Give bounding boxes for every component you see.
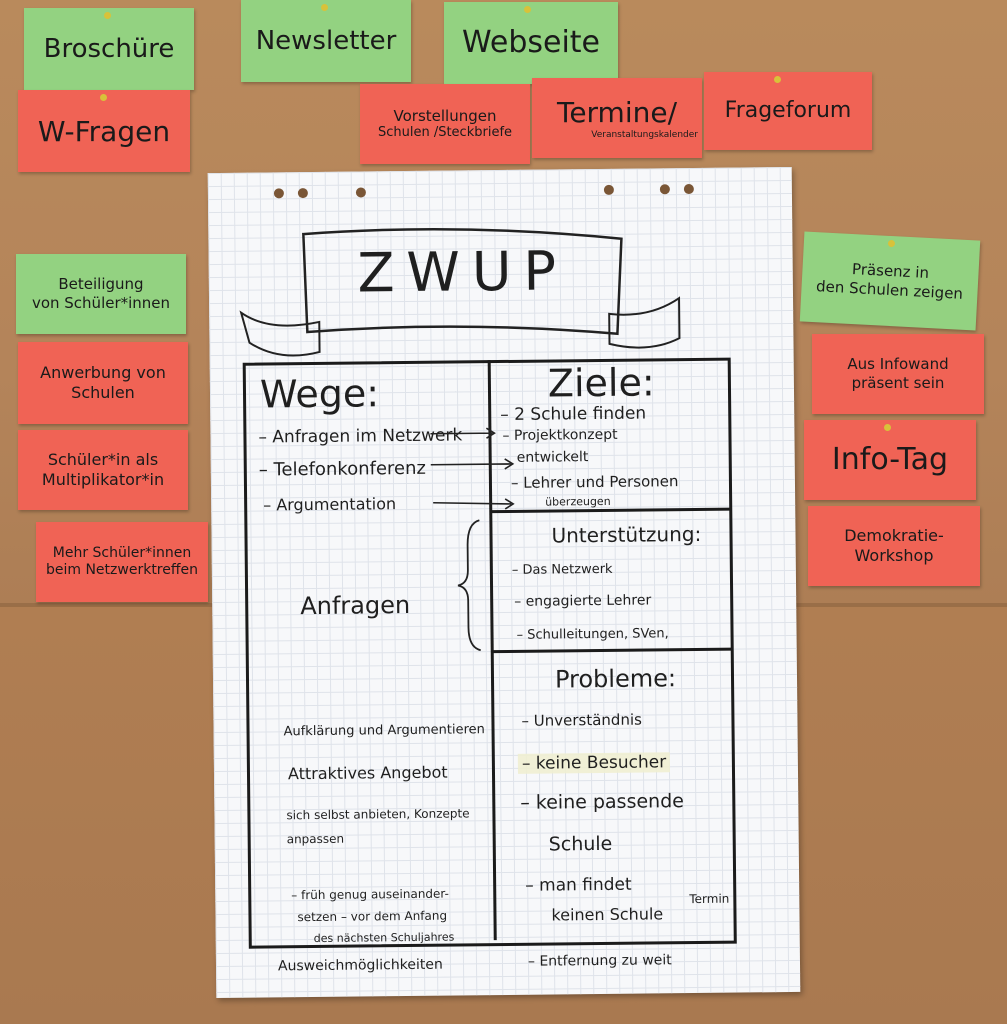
card-demokratie: Demokratie- Workshop	[808, 506, 980, 586]
flipchart-sheet: ZWUP Wege: – Anfragen im Netzwerk – Tele…	[207, 166, 801, 999]
ziele-heading: Ziele:	[547, 360, 655, 406]
list-item: – man findet	[525, 874, 632, 896]
card-newsletter: Newsletter	[241, 0, 411, 82]
list-item: Schule	[548, 832, 613, 856]
unterstuetzung-heading: Unterstützung:	[551, 521, 702, 548]
list-item: – keine passende	[520, 790, 685, 814]
footer-label: Ausweichmöglichkeiten	[277, 956, 443, 975]
pin-icon	[100, 94, 107, 101]
card-label: beim Netzwerktreffen	[45, 562, 198, 578]
card-multiplikator: Schüler*in als Multiplikator*in	[18, 430, 188, 510]
list-item: setzen – vor dem Anfang	[297, 908, 448, 925]
card-vorstellungen: Vorstellungen Schulen /Steckbriefe	[360, 84, 530, 164]
list-item: des nächsten Schuljahres	[313, 930, 455, 946]
card-label: Broschüre	[43, 33, 175, 64]
probleme-heading: Probleme:	[554, 664, 677, 694]
list-item: anpassen	[286, 831, 345, 847]
list-item: – 2 Schule finden	[500, 403, 647, 426]
card-label: Newsletter	[255, 25, 397, 56]
curly-brace-icon	[457, 519, 481, 652]
card-broschure: Broschüre	[24, 8, 194, 90]
card-label: Schulen	[71, 383, 135, 402]
list-item: – Projektkonzept	[502, 426, 618, 445]
list-item: – Lehrer und Personen	[510, 472, 679, 492]
card-label: Workshop	[854, 546, 934, 565]
card-webseite: Webseite	[444, 2, 618, 84]
pin-icon	[524, 6, 531, 13]
card-beteiligung: Beteiligung von Schüler*innen	[16, 254, 186, 334]
list-item: entwickelt	[516, 449, 589, 466]
card-label: Beteiligung	[58, 275, 144, 294]
list-item: keinen Schule	[551, 904, 664, 925]
card-label: Info-Tag	[831, 442, 949, 478]
card-label: Vorstellungen	[393, 106, 497, 125]
list-item: – Schulleitungen, SVen,	[516, 626, 669, 643]
card-label: Aus Infowand	[847, 355, 949, 374]
list-item: sich selbst anbieten, Konzepte	[286, 806, 470, 823]
card-label: Webseite	[461, 25, 601, 61]
card-infowand: Aus Infowand präsent sein	[812, 334, 984, 414]
card-info-tag: Info-Tag	[804, 420, 976, 500]
list-item: Aufklärung und Argumentieren	[283, 722, 485, 740]
pin-icon	[774, 76, 781, 83]
list-item: – früh genug auseinander-	[291, 886, 449, 903]
list-item: – Das Netzwerk	[511, 561, 613, 578]
card-label: Schulen /Steckbriefe	[377, 125, 513, 141]
pin-icon	[887, 239, 896, 248]
pin-icon	[104, 12, 111, 19]
card-praesenz: Präsenz in den Schulen zeigen	[799, 231, 981, 331]
card-label: von Schüler*innen	[31, 294, 171, 312]
card-label: Anwerbung von	[40, 363, 166, 382]
card-label: Frageforum	[724, 98, 852, 124]
card-label: Termine/	[556, 95, 678, 129]
card-frageforum: Frageforum	[704, 72, 872, 150]
card-label: den Schulen zeigen	[815, 277, 964, 303]
card-w-fragen: W-Fragen	[18, 90, 190, 172]
pin-icon	[321, 4, 328, 11]
list-item: – keine Besucher	[517, 752, 671, 774]
card-mehr-schueler: Mehr Schüler*innen beim Netzwerktreffen	[36, 522, 208, 602]
banner-scroll-icon	[239, 228, 681, 357]
arrow-icon	[430, 427, 515, 510]
card-anwerbung: Anwerbung von Schulen	[18, 342, 188, 424]
list-item: – Entfernung zu weit	[527, 952, 672, 970]
anfragen-label: Anfragen	[300, 590, 411, 621]
list-item: – engagierte Lehrer	[514, 592, 652, 610]
card-label: Mehr Schüler*innen	[52, 544, 192, 561]
card-label: Multiplikator*in	[41, 470, 165, 489]
list-item: – Unverständnis	[521, 710, 642, 730]
pin-icon	[884, 424, 891, 431]
card-termine: Termine/ Veranstaltungskalender	[532, 78, 702, 158]
card-label: Demokratie-	[844, 526, 944, 545]
card-label: präsent sein	[851, 374, 945, 392]
list-item: Termin	[689, 891, 730, 907]
list-item: Attraktives Angebot	[287, 762, 448, 784]
card-sublabel: Veranstaltungskalender	[591, 129, 698, 140]
list-item: überzeugen	[545, 494, 611, 509]
card-label: Schüler*in als	[47, 450, 159, 469]
card-label: W-Fragen	[37, 114, 171, 148]
